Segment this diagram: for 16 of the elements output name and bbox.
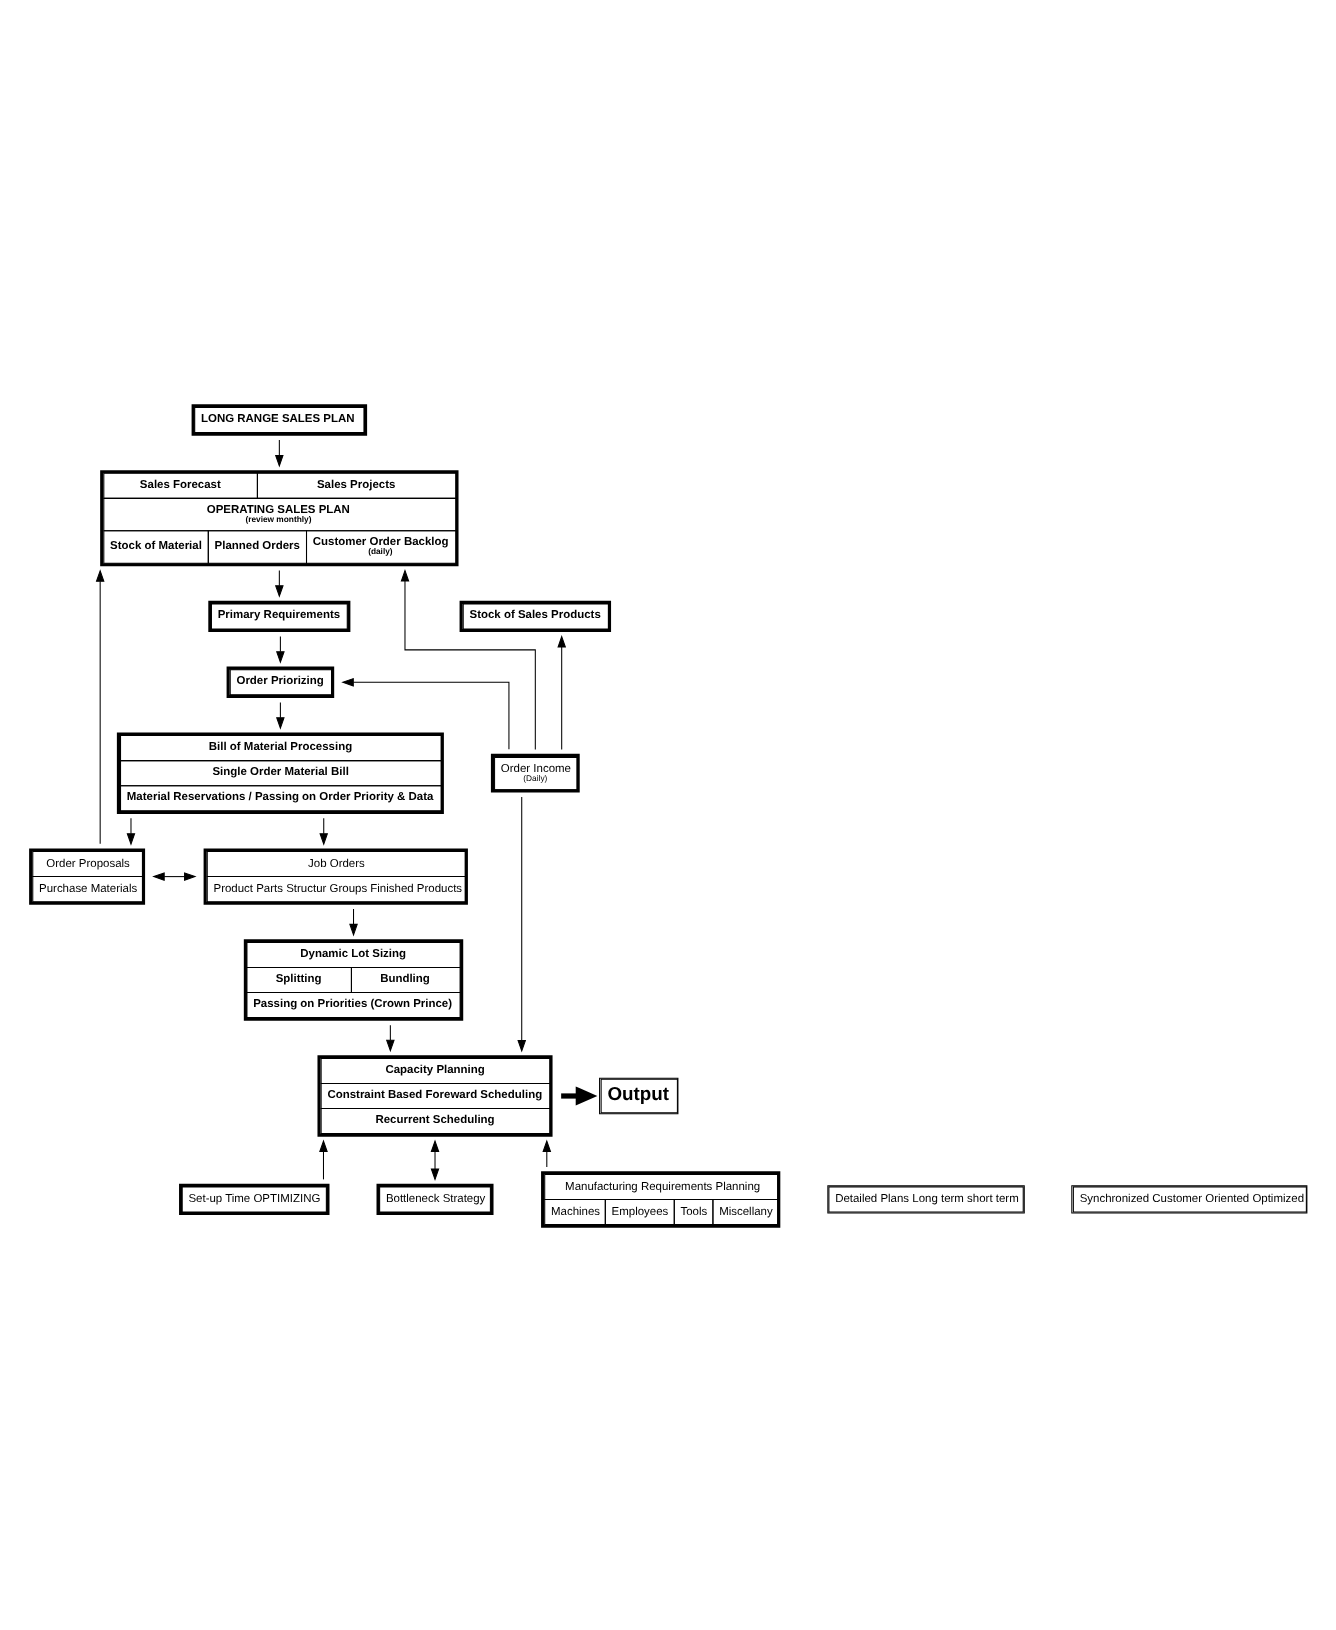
arrow: [319, 1138, 328, 1179]
arrow: [561, 1085, 598, 1105]
arrow: [557, 634, 567, 749]
arrow: [542, 1138, 552, 1167]
arrow: [95, 568, 105, 844]
arrow: [152, 871, 197, 880]
arrow: [400, 568, 536, 749]
arrow: [430, 1138, 440, 1180]
arrow: [341, 676, 510, 749]
arrow: [319, 816, 329, 845]
arrow: [276, 700, 285, 729]
arrow: [517, 795, 527, 1052]
arrow: [349, 907, 358, 936]
arrow: [274, 438, 284, 467]
arrow: [385, 1023, 395, 1052]
arrow: [126, 816, 136, 845]
